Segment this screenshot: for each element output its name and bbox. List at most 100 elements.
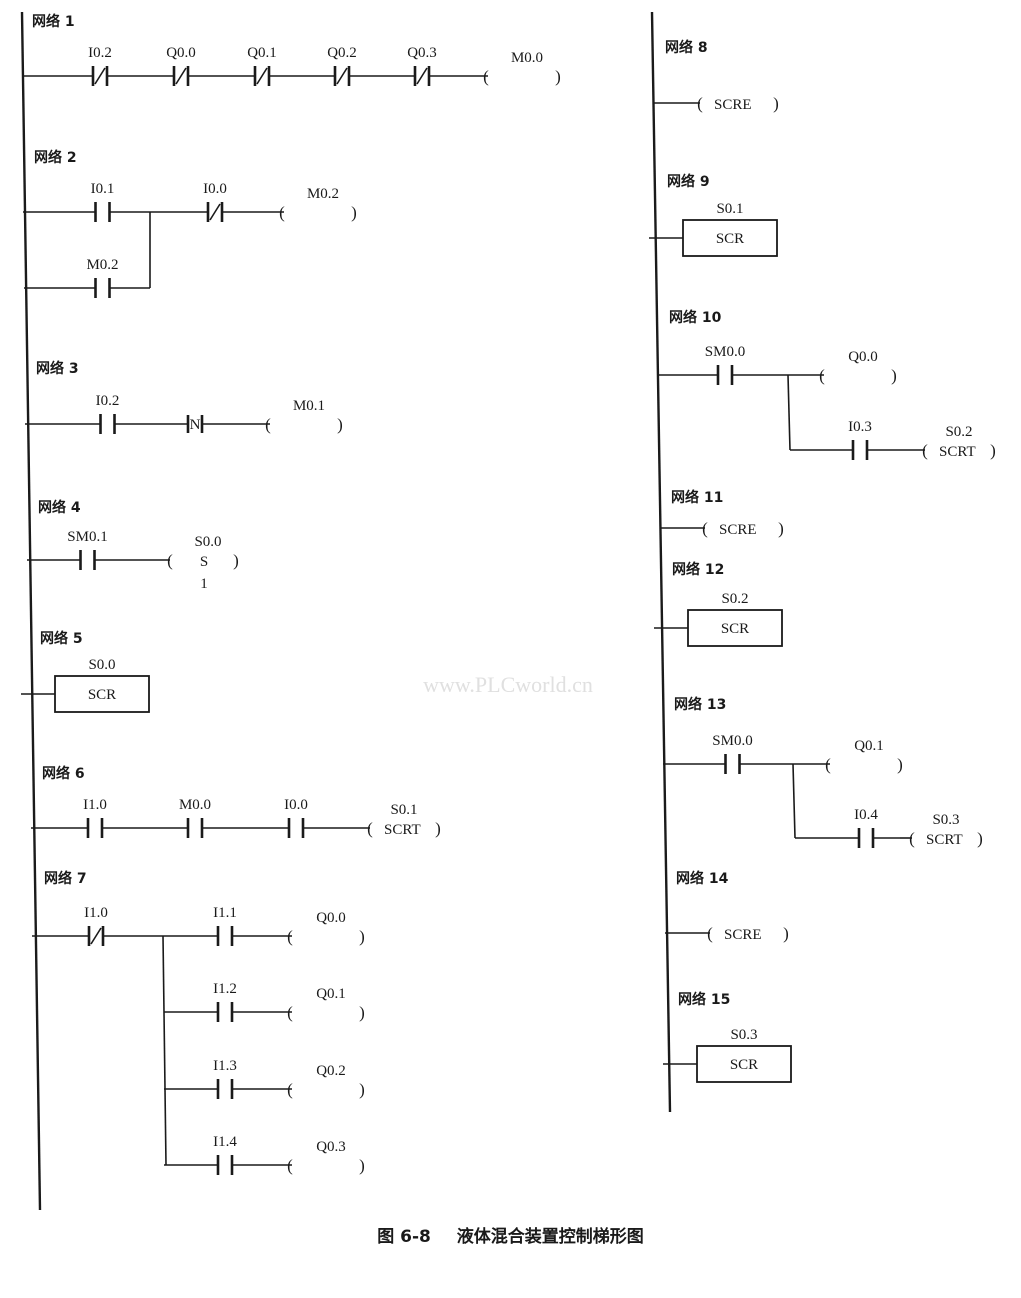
contact: Q0.0 (140, 45, 222, 86)
coil-open-paren: ( (922, 441, 928, 460)
contact-label: SM0.1 (67, 529, 107, 545)
coil-label: M0.0 (511, 50, 543, 66)
branch-wire (787, 374, 791, 451)
output-coil: ()S0.0S1 (167, 534, 239, 592)
scr-label: S0.2 (721, 591, 748, 607)
contact-label: Q0.1 (247, 45, 277, 61)
branch-wire (792, 763, 796, 839)
contact: SM0.0 (700, 733, 765, 774)
coil-label: Q0.2 (316, 1063, 346, 1079)
scr-rect (54, 675, 150, 713)
contact-label: I0.0 (203, 181, 227, 197)
contact: SM0.1 (55, 529, 120, 570)
coil-close-paren: ) (897, 755, 903, 774)
contact: I0.1 (55, 181, 150, 222)
contact: Q0.2 (302, 45, 382, 86)
coil-open-paren: ( (707, 924, 713, 943)
network-title: 网络 1 (32, 13, 75, 30)
coil-label: S0.2 (945, 424, 972, 440)
coil-label: M0.1 (293, 398, 325, 414)
contact-slash (175, 67, 187, 85)
coil-close-paren: ) (891, 366, 897, 385)
contact: Q0.1 (222, 45, 302, 86)
network-title: 网络 9 (667, 173, 710, 190)
contact-label: I0.3 (848, 419, 872, 435)
contact-label: I0.1 (91, 181, 115, 197)
coil-close-paren: ) (359, 1003, 365, 1022)
output-coil: ()M0.2 (279, 186, 357, 222)
coil-close-paren: ) (233, 551, 239, 570)
coil-operation: SCRT (926, 832, 963, 848)
scr-label: S0.3 (730, 1027, 757, 1043)
network-title: 网络 6 (42, 765, 85, 782)
contact-label: Q0.3 (407, 45, 437, 61)
network-title: 网络 12 (672, 561, 724, 578)
coil-label: Q0.0 (316, 910, 346, 926)
branch-wire (162, 935, 167, 1166)
coil-label: S0.0 (194, 534, 221, 550)
left-power-rail (20, 11, 42, 1211)
network-title: 网络 8 (665, 39, 708, 56)
contact: I0.2 (60, 45, 140, 86)
coil-label: S0.1 (390, 802, 417, 818)
contact-label: I1.4 (213, 1134, 237, 1150)
scr-rect (696, 1045, 792, 1083)
coil-close-paren: ) (555, 67, 561, 86)
coil-operation: SCRT (939, 444, 976, 460)
network-title: 网络 3 (36, 360, 79, 377)
contact-label: Q0.0 (166, 45, 196, 61)
coil-close-paren: ) (359, 1080, 365, 1099)
network-title: 网络 13 (674, 696, 726, 713)
coil-operation: SCRE (714, 97, 752, 113)
network-title: 网络 5 (40, 630, 83, 647)
edge-letter: N (190, 417, 201, 433)
contact: I0.0 (262, 797, 330, 838)
right-power-rail (650, 11, 672, 1113)
coil-operation: SCRE (719, 522, 757, 538)
figure-title: 液体混合装置控制梯形图 (456, 1227, 644, 1247)
contact-label: SM0.0 (712, 733, 752, 749)
coil-close-paren: ) (337, 415, 343, 434)
coil-close-paren: ) (359, 927, 365, 946)
network-title: 网络 7 (44, 870, 87, 887)
contact-label: SM0.0 (705, 344, 745, 360)
network-title: 网络 11 (671, 489, 723, 506)
contact-label: M0.2 (86, 257, 118, 273)
contact-label: Q0.2 (327, 45, 357, 61)
coil-label: M0.2 (307, 186, 339, 202)
coil-open-paren: ( (287, 927, 293, 946)
coil-open-paren: ( (697, 94, 703, 113)
contact: I0.2 (55, 393, 160, 434)
scr-text: SCR (716, 231, 744, 247)
coil-open-paren: ( (287, 1080, 293, 1099)
contact: I1.4 (190, 1134, 260, 1175)
contact: SM0.0 (695, 344, 755, 385)
output-coil: () Q0.2 (287, 1063, 365, 1099)
network-title: 网络 14 (676, 870, 729, 887)
scrt-coil: ( SCRT) S0.2 (922, 424, 996, 460)
coil-operation: SCRT (384, 822, 421, 838)
contact: M0.0 (160, 797, 230, 838)
scr-label: S0.1 (716, 201, 743, 217)
scrt-coil: (SCRT)S0.1 (367, 802, 441, 838)
output-coil: ()M0.0 (483, 50, 561, 86)
coil-close-paren: ) (990, 441, 996, 460)
coil-open-paren: ( (265, 415, 271, 434)
watermark: www.PLCworld.cn (423, 672, 593, 697)
contact-slash (94, 67, 106, 85)
scr-box: SCR S0.1 (649, 201, 778, 257)
coil-operation: SCRE (724, 927, 762, 943)
coil-close-paren: ) (773, 94, 779, 113)
contact-label: I1.1 (213, 905, 237, 921)
coil-label: Q0.0 (848, 349, 878, 365)
coil-close-paren: ) (783, 924, 789, 943)
scr-rect (682, 219, 778, 257)
coil-open-paren: ( (167, 551, 173, 570)
scr-text: SCR (721, 621, 749, 637)
network-title: 网络 10 (669, 309, 722, 326)
scre-coil: (SCRE) (702, 519, 784, 538)
network-title: 网络 15 (678, 991, 730, 1008)
scre-coil: ( SCRE) (697, 94, 779, 113)
